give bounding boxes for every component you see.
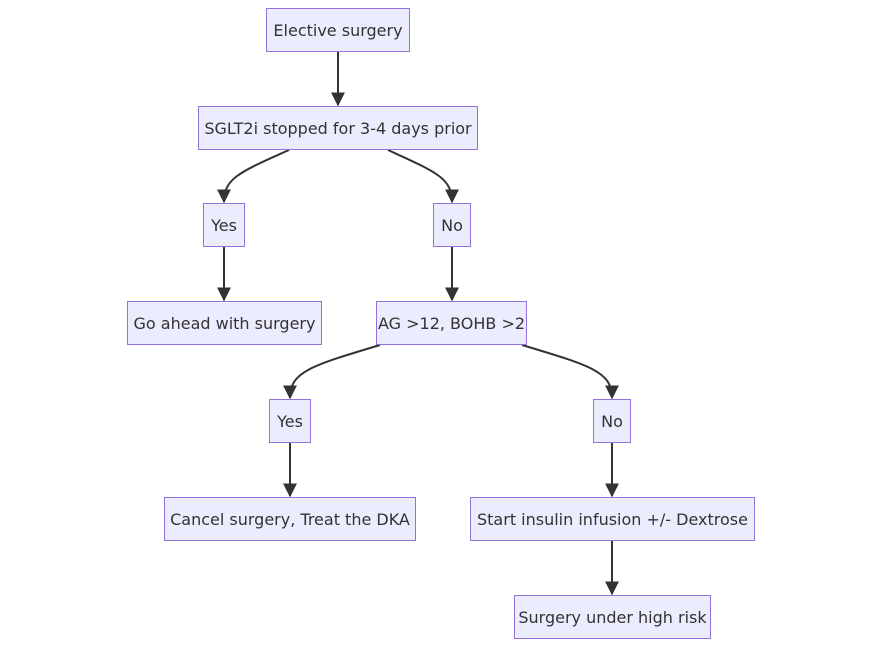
node-no-1: No (433, 203, 471, 247)
node-label: No (601, 411, 623, 431)
node-label: Yes (277, 411, 303, 431)
node-label: No (441, 215, 463, 235)
node-label: Start insulin infusion +/- Dextrose (477, 509, 748, 529)
edge-sglt2i-to-yes1 (217, 149, 290, 204)
node-label: Cancel surgery, Treat the DKA (170, 509, 410, 529)
node-cancel-surgery: Cancel surgery, Treat the DKA (164, 497, 416, 541)
node-label: Go ahead with surgery (133, 313, 316, 333)
edge-sglt2i-to-no1 (387, 149, 459, 204)
node-no-2: No (593, 399, 631, 443)
node-label: Elective surgery (273, 20, 403, 40)
node-label: AG >12, BOHB >2 (377, 313, 526, 333)
node-go-ahead-with-surgery: Go ahead with surgery (127, 301, 322, 345)
node-label: Yes (211, 215, 237, 235)
node-yes-1: Yes (203, 203, 245, 247)
node-elective-surgery: Elective surgery (266, 8, 410, 52)
node-ag-bohb: AG >12, BOHB >2 (376, 301, 527, 345)
node-surgery-under-high-risk: Surgery under high risk (514, 595, 711, 639)
node-label: Surgery under high risk (518, 607, 707, 627)
edge-ag-bohb-to-yes2 (283, 344, 381, 400)
edge-ag-bohb-to-no2 (521, 344, 619, 400)
node-start-insulin-infusion: Start insulin infusion +/- Dextrose (470, 497, 755, 541)
node-yes-2: Yes (269, 399, 311, 443)
node-label: SGLT2i stopped for 3-4 days prior (204, 118, 472, 138)
node-sglt2i-stopped: SGLT2i stopped for 3-4 days prior (198, 106, 478, 150)
